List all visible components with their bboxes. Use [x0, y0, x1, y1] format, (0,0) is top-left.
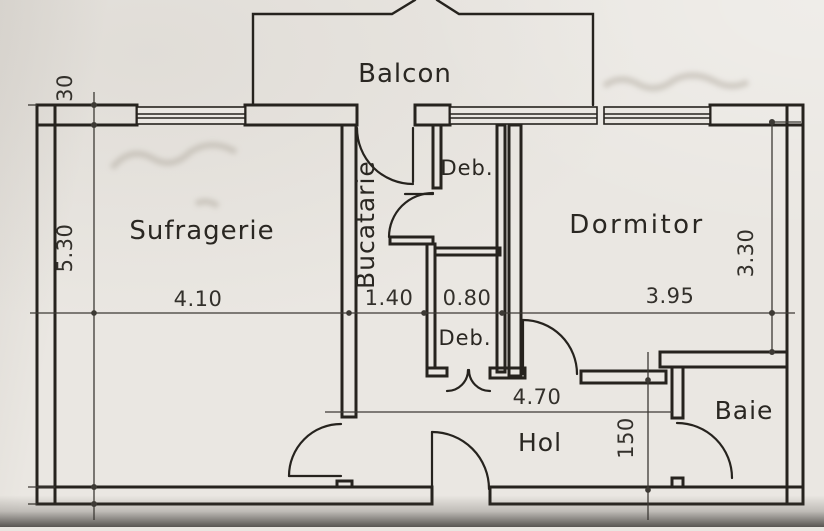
dim-label-hol-width: 4.70: [513, 385, 562, 409]
dim-label-dormitor-depth: 3.30: [734, 229, 758, 278]
dim-label-dormitor-width: 3.95: [646, 284, 695, 308]
wall-segment: [431, 123, 443, 190]
wall-segment: [413, 103, 452, 127]
room-label-dormitor: Dormitor: [569, 210, 705, 240]
room-label-bucatarie: Bucatarie: [351, 160, 380, 289]
dim-label-sufragerie-width: 4.10: [174, 287, 223, 311]
room-label-balcon: Balcon: [358, 59, 452, 89]
dim-label-deb-width: 0.80: [443, 286, 492, 310]
wall-segment: [658, 350, 789, 369]
doors: [287, 126, 734, 491]
wall-segment: [35, 485, 434, 506]
room-label-sufragerie: Sufragerie: [129, 216, 274, 246]
room-label-hol: Hol: [518, 428, 562, 457]
ghost-smudge: [194, 198, 220, 209]
wall-segment: [507, 123, 523, 378]
wall-segment: [495, 123, 507, 374]
window-balcony: [449, 106, 598, 125]
door-baie: [675, 421, 734, 480]
dim-label-bucatarie-width: 1.40: [365, 286, 414, 310]
windows: [136, 106, 711, 125]
ghost-smudge: [602, 72, 750, 92]
wall-segment: [425, 366, 449, 378]
door-deb-lower-folding: [445, 368, 492, 393]
wall-segment: [425, 242, 437, 370]
wall-segment: [35, 103, 57, 506]
window-dormitor: [603, 106, 711, 125]
wall-segment: [433, 246, 502, 257]
dim-label-hol-depth: 150: [614, 417, 638, 459]
balcony-right-edge: [435, 0, 595, 107]
door-deb-upper: [387, 191, 435, 239]
balcony-left-edge: [251, 0, 417, 107]
wall-segment: [388, 235, 435, 246]
room-label-deb-upper: Deb.: [440, 156, 493, 180]
dim-label-sufragerie-depth: 5.30: [53, 224, 77, 273]
walls: [35, 103, 805, 506]
dim-label-wall-thickness: 30: [53, 74, 77, 102]
ghost-smudges: [109, 72, 750, 209]
wall-segment: [670, 476, 685, 489]
wall-segment: [670, 365, 685, 420]
door-dormitor: [521, 318, 579, 376]
wall-segment: [488, 485, 805, 506]
balcony-outline: [251, 0, 595, 107]
dimension-lines: [28, 92, 801, 520]
dimension-labels: 30 5.30 4.10 1.40 0.80 3.95 3.30 4.70 15…: [53, 74, 758, 459]
room-labels: Balcon Sufragerie Bucatarie Deb. Dormito…: [129, 59, 774, 457]
wall-segment: [243, 103, 359, 127]
room-label-baie: Baie: [715, 396, 774, 425]
wall-segment: [340, 123, 358, 419]
door-sufragerie: [287, 422, 343, 478]
door-stop-notch: [335, 479, 354, 489]
wall-segment: [35, 103, 139, 127]
window-sufragerie: [136, 106, 246, 125]
ghost-smudge: [109, 142, 238, 170]
wall-segment: [579, 369, 668, 385]
room-label-deb-lower: Deb.: [438, 326, 491, 350]
door-balcony: [355, 126, 415, 186]
door-entrance: [430, 430, 491, 491]
wall-segment: [488, 366, 527, 380]
wall-segment: [785, 103, 805, 506]
